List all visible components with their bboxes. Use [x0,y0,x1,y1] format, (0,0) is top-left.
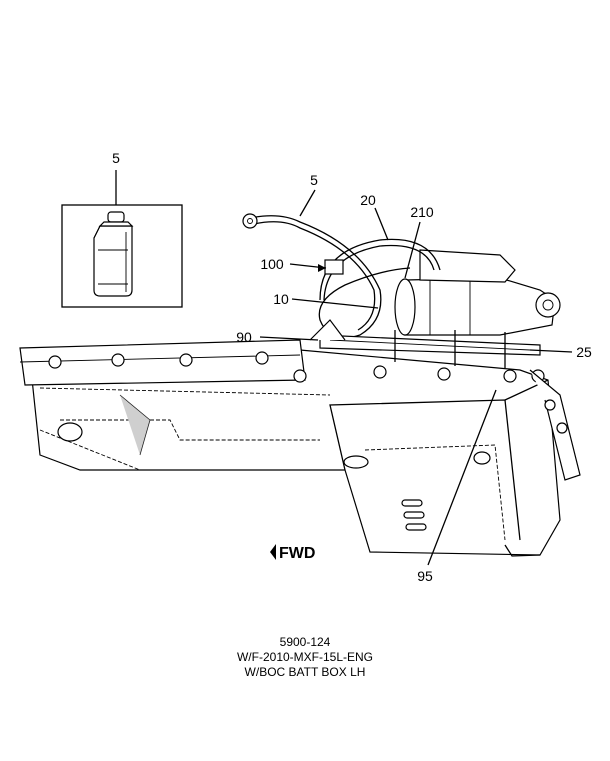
caption-engine: W/F-2010-MXF-15L-ENG [236,650,374,664]
cable-assembly [242,213,541,368]
callout-leaders: 5 20 210 100 10 90 25 95 [236,172,592,584]
fwd-arrow-icon [270,544,276,560]
callout-oil-bottle: 5 [112,150,120,166]
callout-bracket: 90 [236,329,252,345]
mounting-rail [19,339,581,481]
callout-cable: 20 [360,192,376,208]
battery-box [29,349,561,557]
callout-cable-10: 10 [273,291,289,307]
caption-battery-box: W/BOC BATT BOX LH [244,665,366,679]
caption-part-number: 5900-124 [279,635,331,649]
rail-bolts [48,351,545,383]
fwd-label: FWD [279,545,315,562]
oil-bottle-icon [93,211,134,297]
starter-motor [394,249,561,336]
diagram-caption: 5900-124 W/F-2010-MXF-15L-ENG W/BOC BATT… [0,635,610,680]
callout-strap: 25 [576,344,592,360]
callout-hose: 5 [310,172,318,188]
fwd-indicator: FWD [270,544,315,562]
oil-bottle-inset: 5 [61,150,183,308]
callout-box: 95 [417,568,433,584]
callout-starter: 210 [410,204,434,220]
hose-end-fitting [242,213,258,229]
callout-clamp: 100 [260,256,284,272]
